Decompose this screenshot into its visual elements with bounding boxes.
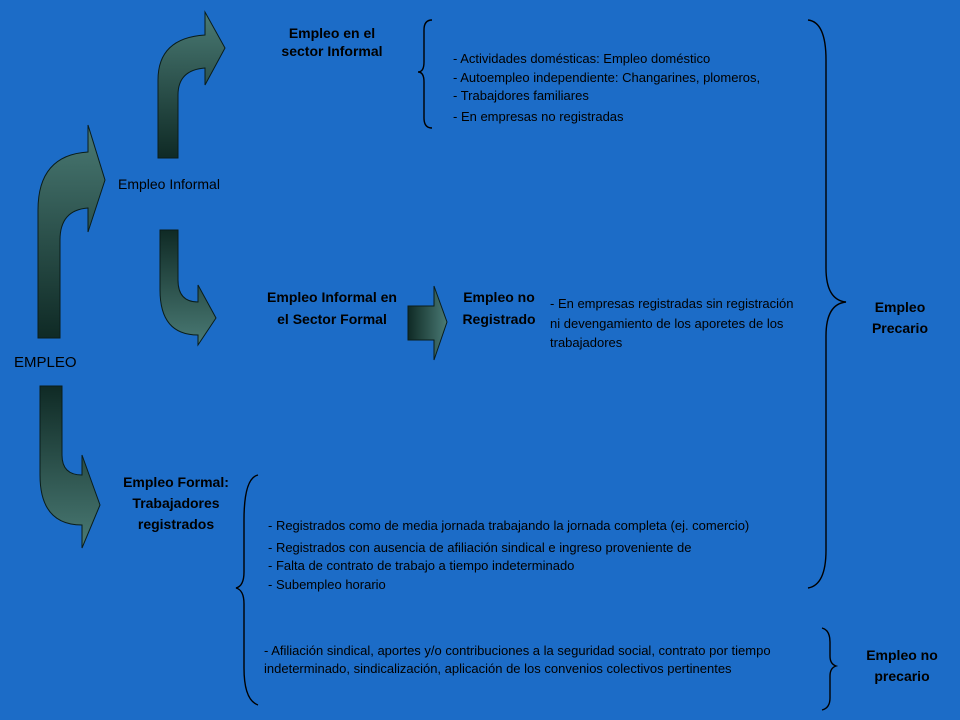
arrow-informal-to-sector-informal: [157, 10, 226, 159]
brace-formal: [235, 474, 259, 706]
arrow-empleo-to-informal: [37, 124, 106, 339]
brace-precario: [807, 19, 847, 589]
list-item: - Autoempleo independiente: Changarines,…: [453, 70, 761, 85]
node-empleo-no-precario: Empleo no precario: [866, 647, 938, 684]
node-empleo-formal: Empleo Formal: Trabajadores registrados: [123, 474, 229, 532]
node-sector-informal: Empleo en el sector Informal: [281, 25, 383, 59]
arrow-empleo-to-formal: [39, 385, 101, 549]
list-item: - Subempleo horario: [268, 577, 386, 592]
arrow-informal-to-informal-formal: [159, 229, 217, 347]
node-empleo-informal: Empleo Informal: [118, 176, 220, 192]
list-item: - En empresas no registradas: [453, 109, 624, 124]
node-empleo: EMPLEO: [14, 354, 77, 371]
no-precario-description: - Afiliación sindical, aportes y/o contr…: [264, 643, 771, 676]
list-item: - Trabajdores familiares: [453, 88, 589, 103]
brace-sector-informal: [417, 19, 433, 129]
node-empleo-precario: Empleo Precario: [871, 299, 929, 336]
list-item: - Actividades domésticas: Empleo domésti…: [453, 51, 711, 66]
node-informal-sector-formal: Empleo Informal en el Sector Formal: [267, 289, 397, 327]
no-registrado-description: - En empresas registradas sin registraci…: [550, 296, 794, 350]
arrow-to-no-registrado: [407, 285, 448, 361]
brace-no-precario: [821, 627, 839, 711]
list-item: - Falta de contrato de trabajo a tiempo …: [268, 558, 575, 573]
list-item: - Registrados como de media jornada trab…: [268, 518, 750, 533]
list-item: - Registrados con ausencia de afiliación…: [268, 540, 692, 555]
node-no-registrado: Empleo no Registrado: [462, 289, 536, 327]
